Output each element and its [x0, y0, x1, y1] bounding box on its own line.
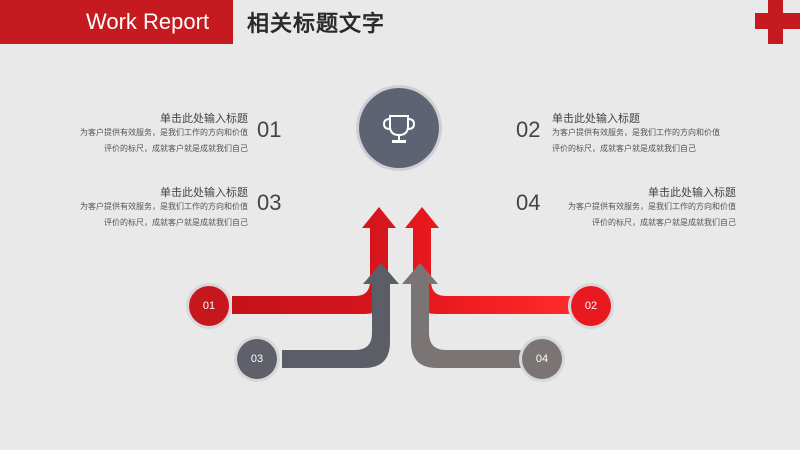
item-desc-line2: 评价的标尺，成就客户就是成就我们自己	[104, 218, 248, 227]
header-bar: Work Report	[0, 0, 233, 44]
circle-02: 02	[571, 286, 611, 326]
item-02: 单击此处输入标题 为客户提供有效服务，是我们工作的方向和价值 评价的标尺，成就客…	[552, 110, 752, 158]
item-03: 单击此处输入标题 为客户提供有效服务，是我们工作的方向和价值 评价的标尺，成就客…	[60, 184, 250, 232]
arrow-04	[402, 263, 521, 368]
arrow-02	[405, 207, 572, 314]
item-title: 单击此处输入标题	[552, 112, 640, 125]
header-label: Work Report	[86, 9, 210, 34]
arrow-01	[232, 207, 396, 314]
item-desc-line1: 为客户提供有效服务，是我们工作的方向和价值	[80, 202, 248, 211]
item-04: 单击此处输入标题 为客户提供有效服务，是我们工作的方向和价值 评价的标尺，成就客…	[548, 184, 738, 232]
circle-01: 01	[189, 286, 229, 326]
trophy-badge	[359, 88, 439, 168]
item-desc-line2: 评价的标尺，成就客户就是成就我们自己	[592, 218, 736, 227]
circle-04: 04	[522, 339, 562, 379]
item-number-01: 01	[257, 117, 282, 142]
item-number-03: 03	[257, 190, 282, 215]
item-desc-line1: 为客户提供有效服务，是我们工作的方向和价值	[552, 128, 720, 137]
cross-logo-horizontal	[755, 13, 800, 29]
item-01: 单击此处输入标题 为客户提供有效服务，是我们工作的方向和价值 评价的标尺，成就客…	[60, 110, 250, 158]
item-title: 单击此处输入标题	[648, 186, 736, 199]
item-desc-line2: 评价的标尺，成就客户就是成就我们自己	[552, 144, 696, 153]
trophy-icon	[382, 115, 416, 143]
item-desc-line1: 为客户提供有效服务，是我们工作的方向和价值	[80, 128, 248, 137]
item-title: 单击此处输入标题	[160, 112, 248, 125]
circle-03: 03	[237, 339, 277, 379]
arrow-03	[282, 263, 399, 368]
page-title: 相关标题文字	[247, 12, 386, 37]
item-number-02: 02	[516, 117, 541, 142]
item-title: 单击此处输入标题	[160, 186, 248, 199]
item-number-04: 04	[516, 190, 541, 215]
item-desc-line1: 为客户提供有效服务，是我们工作的方向和价值	[568, 202, 736, 211]
item-desc-line2: 评价的标尺，成就客户就是成就我们自己	[104, 144, 248, 153]
